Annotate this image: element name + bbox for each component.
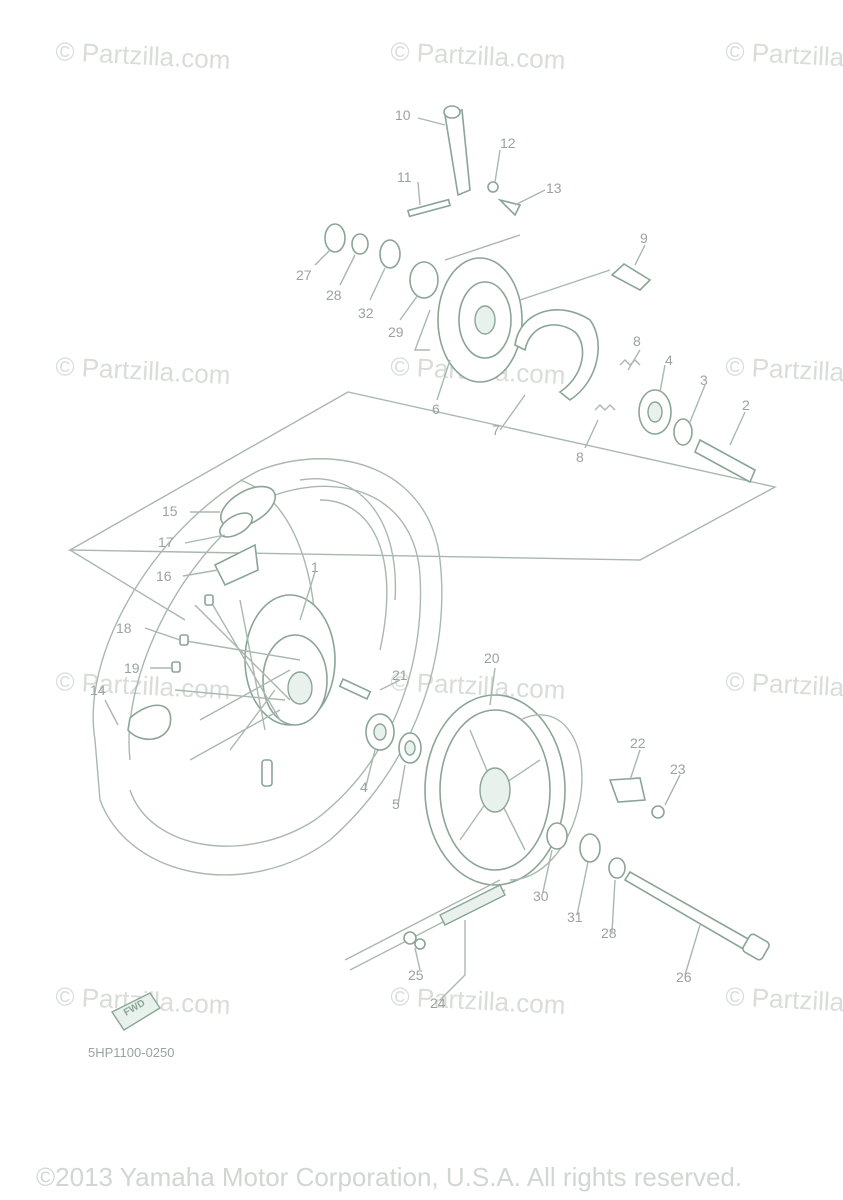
callout-22: 22 bbox=[630, 735, 646, 751]
spoke-nipples bbox=[171, 594, 214, 673]
callout-8: 8 bbox=[576, 449, 584, 465]
callout-9: 9 bbox=[640, 230, 648, 246]
valve-stem bbox=[261, 759, 273, 787]
sprocket bbox=[424, 694, 566, 886]
callout-13: 13 bbox=[546, 180, 562, 196]
fwd-arrow-icon: FWD bbox=[110, 992, 161, 1031]
rear-wheel bbox=[92, 458, 443, 876]
watermark: © Partzilla.com bbox=[725, 981, 843, 1020]
callout-28: 28 bbox=[601, 925, 617, 941]
watermark: © Partzilla.com bbox=[55, 666, 232, 705]
tube bbox=[213, 543, 259, 587]
callout-2: 2 bbox=[742, 397, 750, 413]
callout-3: 3 bbox=[700, 372, 708, 388]
callout-5: 5 bbox=[392, 796, 400, 812]
callout-25: 25 bbox=[408, 967, 424, 983]
callout-1: 1 bbox=[311, 559, 319, 575]
diagram-code: 5HP1100-0250 bbox=[88, 1045, 175, 1060]
watermark: © Partzilla.com bbox=[725, 351, 843, 390]
copyright-notice: ©2013 Yamaha Motor Corporation, U.S.A. A… bbox=[36, 1162, 742, 1192]
callout-28: 28 bbox=[326, 287, 342, 303]
callout-29: 29 bbox=[388, 324, 404, 340]
watermark: © Partzilla.com bbox=[725, 666, 843, 705]
callout-14: 14 bbox=[90, 682, 106, 698]
callout-24: 24 bbox=[430, 995, 446, 1011]
callout-7: 7 bbox=[492, 422, 500, 438]
callout-20: 20 bbox=[484, 650, 500, 666]
callout-17: 17 bbox=[158, 534, 174, 550]
callout-19: 19 bbox=[124, 660, 140, 676]
callout-6: 6 bbox=[432, 401, 440, 417]
callout-26: 26 bbox=[676, 969, 692, 985]
callout-12: 12 bbox=[500, 135, 516, 151]
watermark: © Partzilla.com bbox=[390, 36, 567, 75]
callout-8: 8 bbox=[633, 333, 641, 349]
callouts: 10 12 11 13 9 27 28 32 29 8 4 3 6 2 7 8 … bbox=[90, 107, 750, 1011]
callout-4: 4 bbox=[360, 779, 368, 795]
leader-lines bbox=[104, 117, 746, 1001]
callout-18: 18 bbox=[116, 620, 132, 636]
chain bbox=[344, 879, 506, 971]
watermark: © Partzilla.com bbox=[55, 36, 232, 75]
callout-11: 11 bbox=[397, 169, 412, 185]
small-parts-lower bbox=[338, 677, 665, 879]
callout-23: 23 bbox=[670, 761, 686, 777]
brake-shoe bbox=[514, 309, 599, 401]
hub-axle-hole bbox=[287, 671, 313, 705]
watermark: © Partzilla.com bbox=[725, 36, 843, 75]
callout-21: 21 bbox=[392, 667, 408, 683]
callout-32: 32 bbox=[358, 305, 374, 321]
watermarks: © Partzilla.com © Partzilla.com © Partzi… bbox=[55, 36, 843, 1020]
assembly-outline bbox=[67, 391, 777, 621]
axle bbox=[623, 870, 770, 961]
tire-strap bbox=[127, 704, 172, 740]
watermark: © Partzilla.com bbox=[55, 351, 232, 390]
callout-10: 10 bbox=[395, 107, 411, 123]
callout-31: 31 bbox=[567, 909, 583, 925]
brake-assembly bbox=[324, 105, 757, 484]
watermark: © Partzilla.com bbox=[390, 981, 567, 1020]
callout-4: 4 bbox=[665, 352, 673, 368]
callout-27: 27 bbox=[296, 267, 312, 283]
callout-16: 16 bbox=[156, 568, 172, 584]
callout-15: 15 bbox=[162, 503, 178, 519]
callout-30: 30 bbox=[533, 888, 549, 904]
rim-band-parts bbox=[213, 485, 276, 587]
